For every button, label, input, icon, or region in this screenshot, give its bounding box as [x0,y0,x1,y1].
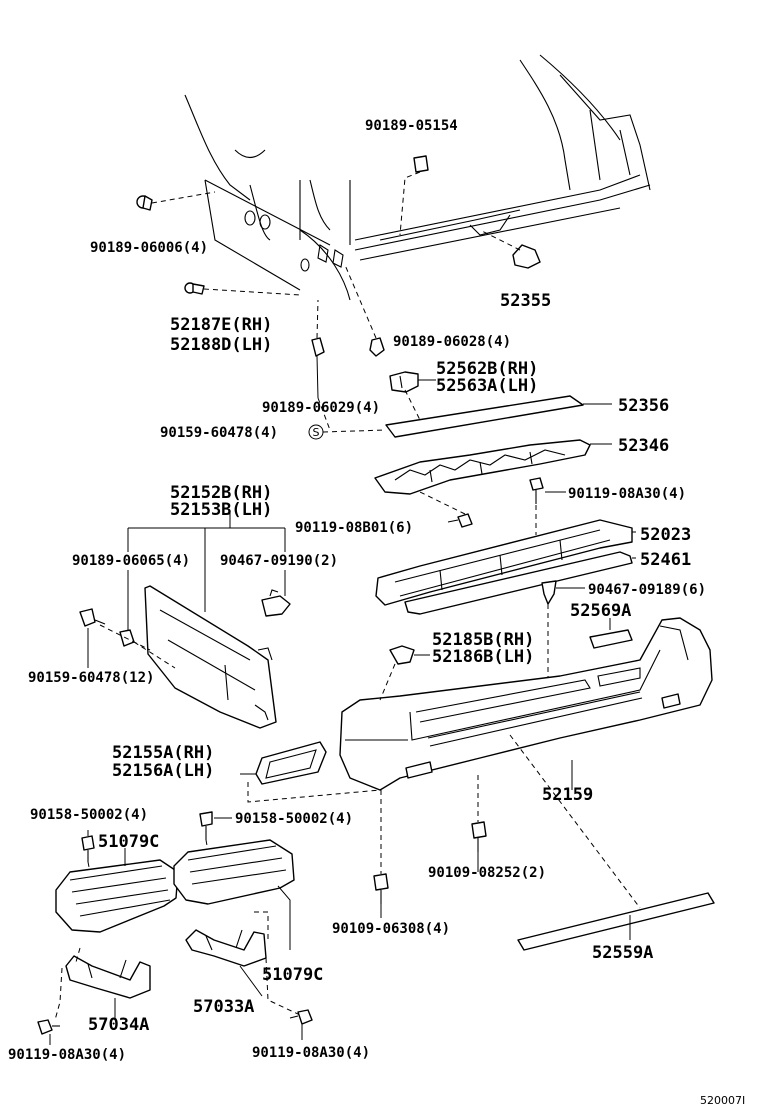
label-52188d: 52188D(LH) [170,335,272,355]
diagram-code: 520007I [700,1094,745,1107]
clip-90189-06006 [136,191,216,211]
bracket-lines-52152b [127,512,286,612]
bolt-90119-08a30-top [529,477,566,535]
label-57034a: 57034A [88,1015,149,1035]
label-52355: 52355 [500,291,551,311]
label-90189-06006: 90189-06006(4) [90,240,208,256]
clip-52355 [479,229,541,269]
bracket-52562b [389,371,436,393]
reinforcement-52023 [375,519,636,606]
clip-90159-60478-12 [79,608,151,668]
label-52185b: 52185B(RH) [432,630,534,650]
label-90189-06029: 90189-06029(4) [262,400,380,416]
label-90109-06308: 90109-06308(4) [332,921,450,937]
label-90189-05154: 90189-05154 [365,118,458,134]
bolt-90119-08a30-left [37,1019,60,1045]
label-52569a: 52569A [570,601,631,621]
s-symbol-label: S [313,426,320,439]
bracket-57033a [185,911,301,1016]
label-52153b: 52153B(LH) [170,500,272,520]
clip-90467-09190 [261,570,291,617]
bolt-90119-08a30-right [289,1009,313,1040]
pad-52569a [589,618,633,649]
plate-52155a [240,741,381,803]
bumper-52159 [339,617,713,791]
label-90467-09190: 90467-09190(2) [220,553,338,569]
label-52562b: 52562B(RH) [436,359,538,379]
label-90159-60478-4: 90159-60478(4) [160,425,278,441]
label-90189-06065: 90189-06065(4) [72,553,190,569]
bracket-52185b [379,645,430,701]
clip-90189-05154 [399,155,429,236]
dash-52559a [509,734,641,909]
label-51079c-a: 51079C [98,832,159,852]
label-90159-60478-12: 90159-60478(12) [28,670,154,686]
bolt-90119-08b01 [419,491,473,528]
label-52156a: 52156A(LH) [112,761,214,781]
label-90109-08252: 90109-08252(2) [428,865,546,881]
dash-leader-b [404,389,421,421]
absorber-52461 [404,551,636,615]
label-57033a: 57033A [193,997,254,1017]
step-51079c-left [55,848,179,933]
label-90467-09189: 90467-09189(6) [588,582,706,598]
label-52559a: 52559A [592,943,653,963]
label-90189-06028: 90189-06028(4) [393,334,511,350]
label-52023: 52023 [640,525,691,545]
clip-90189-06028 [344,264,385,357]
clip-52187e [184,282,301,296]
bracket-57034a [54,947,151,1021]
label-90158-50002-b: 90158-50002(4) [235,811,353,827]
label-51079c-b: 51079C [262,965,323,985]
label-52187e: 52187E(RH) [170,315,272,335]
body-panel-outline [184,54,651,301]
strip-52356 [385,395,612,438]
retainer-52346 [374,439,612,495]
label-90119-08b01: 90119-08B01(6) [295,520,413,536]
label-52461: 52461 [640,550,691,570]
bolt-90109-08252 [471,775,487,872]
symbol-s: S [308,424,387,440]
label-52563a: 52563A(LH) [436,376,538,396]
label-52155a: 52155A(RH) [112,743,214,763]
label-52346: 52346 [618,436,669,456]
label-90119-08a30-left: 90119-08A30(4) [8,1047,126,1063]
step-51079c-right [173,839,295,950]
label-90119-08a30-top: 90119-08A30(4) [568,486,686,502]
label-52356: 52356 [618,396,669,416]
mudguard-52152b [144,585,277,729]
label-90158-50002-a: 90158-50002(4) [30,807,148,823]
label-52159: 52159 [542,785,593,805]
label-90119-08a30-right: 90119-08A30(4) [252,1045,370,1061]
dash-leader-a [317,397,331,431]
strip-52559a [517,892,715,951]
label-52152b: 52152B(RH) [170,483,272,503]
bolt-90109-06308 [373,790,389,918]
clip-90467-09189 [541,580,585,680]
label-52186b: 52186B(LH) [432,647,534,667]
clip-90189-06029 [311,299,325,399]
